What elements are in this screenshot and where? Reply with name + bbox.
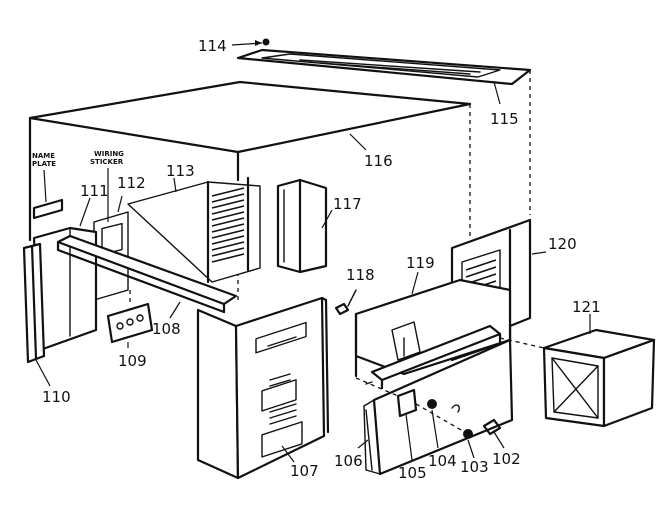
- callout-118: 118: [346, 266, 375, 284]
- wiring-sticker-label: WIRING STICKER: [90, 150, 124, 222]
- name-plate-label-line2: PLATE: [32, 160, 56, 168]
- callout-113: 113: [166, 162, 195, 180]
- callout-115: 115: [490, 110, 519, 128]
- label-box-3: [261, 421, 303, 458]
- callout-108: 108: [152, 320, 181, 338]
- callout-112: 112: [117, 174, 146, 192]
- front-panel-107: [196, 296, 330, 480]
- callout-110: 110: [42, 388, 71, 406]
- callout-116: 116: [364, 152, 393, 170]
- label-box-2: [261, 379, 297, 412]
- blower-housing-121: [499, 328, 656, 428]
- crossbar-108: [56, 234, 238, 314]
- callout-104: 104: [428, 452, 457, 470]
- knob-104: [427, 399, 437, 409]
- name-plate: NAME PLATE: [32, 152, 64, 220]
- label-box-1: [255, 321, 307, 354]
- name-plate-label-line1: NAME: [32, 152, 55, 160]
- corner-post-117: [276, 178, 328, 274]
- clip-118: [334, 289, 357, 316]
- callout-102: 102: [492, 450, 521, 468]
- wiring-sticker-label-line1: WIRING: [94, 150, 124, 158]
- base-chassis-119: [354, 278, 512, 390]
- callout-114: 114: [198, 37, 227, 55]
- callout-117: 117: [333, 195, 362, 213]
- wiring-sticker-label-line2: STICKER: [90, 158, 124, 166]
- plate-106: [365, 409, 373, 471]
- cap-102: [451, 404, 502, 436]
- corner-post-110: [22, 242, 46, 364]
- bracket-105: [355, 377, 418, 418]
- louver-grille-113: [211, 187, 245, 263]
- callout-111: 111: [80, 182, 109, 200]
- callout-120: 120: [548, 235, 577, 253]
- callout-119: 119: [406, 254, 435, 272]
- screw-114: [231, 38, 270, 46]
- lower-base-panel: [363, 338, 514, 476]
- callout-109: 109: [118, 352, 147, 370]
- callout-103: 103: [460, 458, 489, 476]
- callouts: 114 115 116 113 112 111 117 118 119 120 …: [35, 37, 601, 482]
- callout-121: 121: [572, 298, 601, 316]
- top-cover-panel-115: [236, 48, 532, 86]
- callout-106: 106: [334, 452, 363, 470]
- switch-plate-109: [106, 290, 154, 344]
- knob-103: [415, 403, 473, 439]
- callout-105: 105: [398, 464, 427, 482]
- callout-107: 107: [290, 462, 319, 480]
- back-panel-113: [127, 176, 261, 284]
